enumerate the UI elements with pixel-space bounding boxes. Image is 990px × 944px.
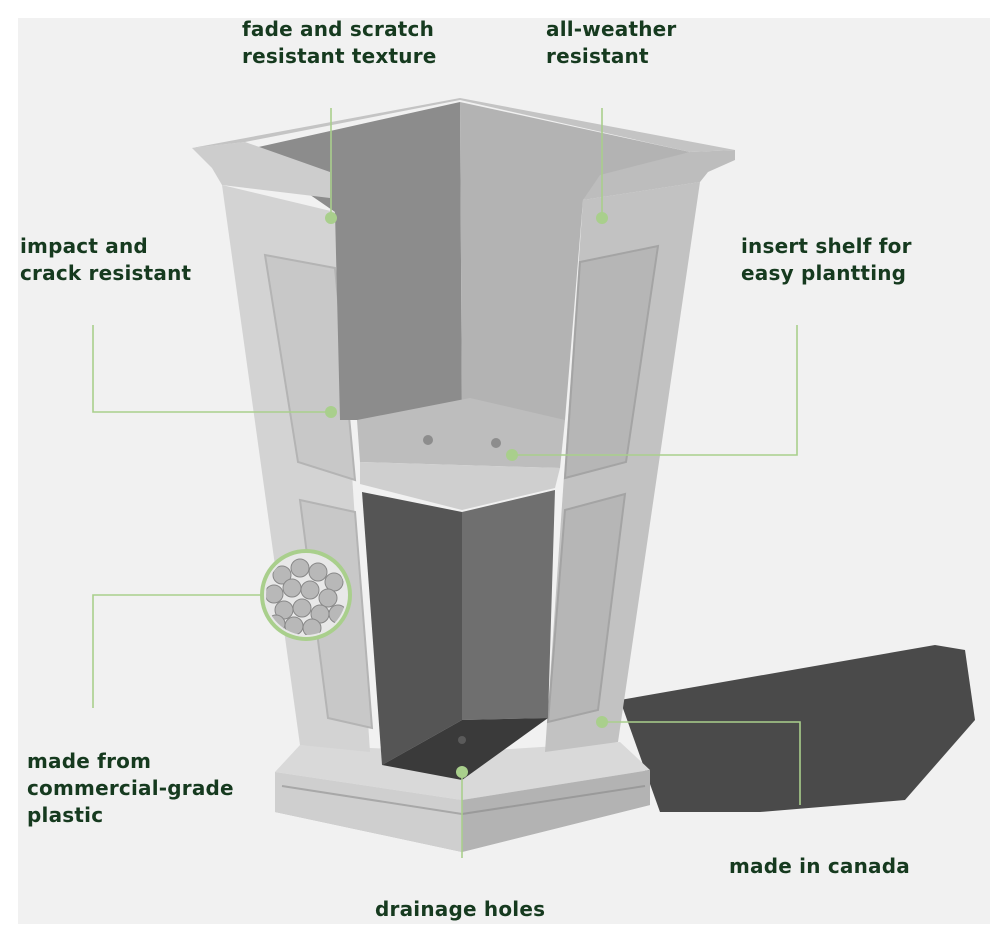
callout-line-impact-crack	[92, 325, 331, 413]
callout-dot	[506, 449, 518, 461]
callout-dot	[325, 212, 337, 224]
planter-lower-floor	[382, 718, 548, 780]
label-all-weather: all-weather resistant	[546, 17, 677, 68]
planter-base-side	[462, 770, 650, 852]
callout-line-insert-shelf	[512, 325, 798, 456]
callout-dot	[596, 212, 608, 224]
planter-rim-left	[192, 142, 330, 198]
callout-line-canada	[602, 721, 801, 805]
label-impact-crack: impact and crack resistant	[20, 234, 192, 285]
shelf-hole	[491, 438, 501, 448]
label-insert-shelf: insert shelf for easy plantting	[741, 234, 912, 285]
planter-shadow	[620, 645, 975, 812]
planter-left-panel-upper	[263, 253, 357, 482]
plastic-pellets-magnifier	[260, 549, 352, 641]
planter-right-panel-lower	[546, 492, 627, 724]
shelf-hole	[423, 435, 433, 445]
planter-shelf-front	[360, 462, 560, 510]
planter-interior-back-right	[460, 102, 690, 420]
label-drainage-holes: drainage holes	[375, 897, 546, 921]
callout-dots	[325, 212, 608, 778]
label-commercial-plastic: made from commercial-grade plastic	[27, 749, 234, 827]
planter-rim-right	[583, 150, 735, 200]
callout-dot	[325, 406, 337, 418]
label-made-in-canada: made in canada	[729, 854, 910, 878]
planter-base-molding-2	[461, 785, 646, 815]
planter-lower-chamber-left	[362, 492, 462, 765]
planter-rim-back	[192, 98, 735, 152]
floor-hole	[458, 736, 466, 744]
planter-base-molding-1	[281, 785, 463, 815]
callout-lines	[92, 108, 801, 858]
callout-line-plastic	[92, 594, 262, 708]
callout-dot	[456, 766, 468, 778]
planter-lower-chamber-right	[462, 490, 555, 720]
planter-right-panel-upper	[563, 244, 660, 480]
label-fade-scratch: fade and scratch resistant texture	[242, 17, 437, 68]
callout-dot	[596, 716, 608, 728]
